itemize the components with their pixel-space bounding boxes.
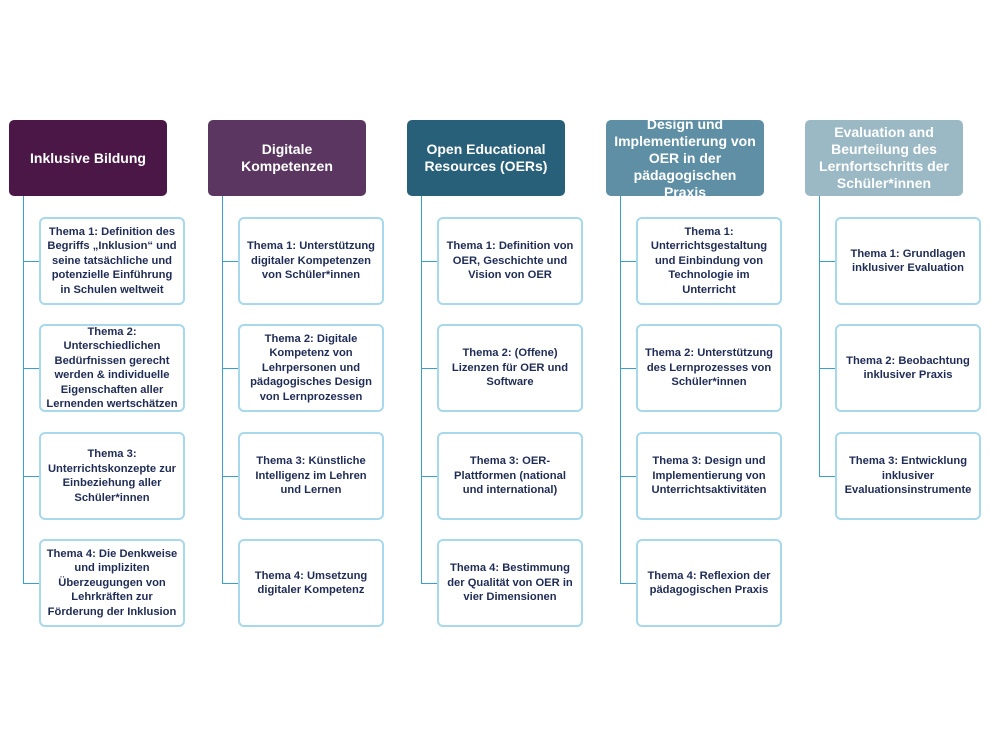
connector-branch (620, 476, 638, 477)
column-header: Open Educational Resources (OERs) (407, 120, 565, 196)
connector-branch (222, 583, 240, 584)
topic-box: Thema 4: Bestimmung der Qualität von OER… (437, 539, 583, 627)
connector-branch (222, 261, 240, 262)
connector-branch (620, 583, 638, 584)
topic-box: Thema 1: Definition des Begriffs „Inklus… (39, 217, 185, 305)
connector-trunk (222, 196, 223, 583)
topic-box: Thema 3: Design und Implementierung von … (636, 432, 782, 520)
topic-box: Thema 2: Unterstützung des Lernprozesses… (636, 324, 782, 412)
topic-box: Thema 3: Künstliche Intelligenz im Lehre… (238, 432, 384, 520)
topic-box: Thema 1: Unterrichtsgestaltung und Einbi… (636, 217, 782, 305)
connector-branch (23, 368, 41, 369)
connector-branch (421, 368, 439, 369)
topic-box: Thema 2: Unterschiedlichen Bedürfnissen … (39, 324, 185, 412)
connector-trunk (23, 196, 24, 583)
connector-branch (819, 368, 837, 369)
column-header: Digitale Kompetenzen (208, 120, 366, 196)
topic-box: Thema 1: Grundlagen inklusiver Evaluatio… (835, 217, 981, 305)
connector-branch (421, 476, 439, 477)
topic-box: Thema 2: Beobachtung inklusiver Praxis (835, 324, 981, 412)
connector-trunk (620, 196, 621, 583)
connector-branch (23, 583, 41, 584)
column-header: Evaluation and Beurteilung des Lernforts… (805, 120, 963, 196)
connector-branch (620, 368, 638, 369)
connector-branch (620, 261, 638, 262)
topic-box: Thema 3: Unterrichtskonzepte zur Einbezi… (39, 432, 185, 520)
topic-box: Thema 4: Reflexion der pädagogischen Pra… (636, 539, 782, 627)
connector-branch (421, 583, 439, 584)
column-header: Design und Implementierung von OER in de… (606, 116, 764, 200)
topic-box: Thema 2: Digitale Kompetenz von Lehrpers… (238, 324, 384, 412)
connector-branch (222, 476, 240, 477)
topic-box: Thema 1: Definition von OER, Geschichte … (437, 217, 583, 305)
topic-box: Thema 2: (Offene) Lizenzen für OER und S… (437, 324, 583, 412)
connector-branch (819, 261, 837, 262)
connector-branch (23, 261, 41, 262)
column-header: Inklusive Bildung (9, 120, 167, 196)
connector-branch (421, 261, 439, 262)
connector-branch (222, 368, 240, 369)
connector-trunk (819, 196, 820, 476)
topic-box: Thema 3: OER-Plattformen (national und i… (437, 432, 583, 520)
connector-branch (819, 476, 837, 477)
topic-box: Thema 3: Entwicklung inklusiver Evaluati… (835, 432, 981, 520)
topic-box: Thema 4: Umsetzung digitaler Kompetenz (238, 539, 384, 627)
connector-trunk (421, 196, 422, 583)
connector-branch (23, 476, 41, 477)
topic-box: Thema 1: Unterstützung digitaler Kompete… (238, 217, 384, 305)
topic-box: Thema 4: Die Denkweise und impliziten Üb… (39, 539, 185, 627)
